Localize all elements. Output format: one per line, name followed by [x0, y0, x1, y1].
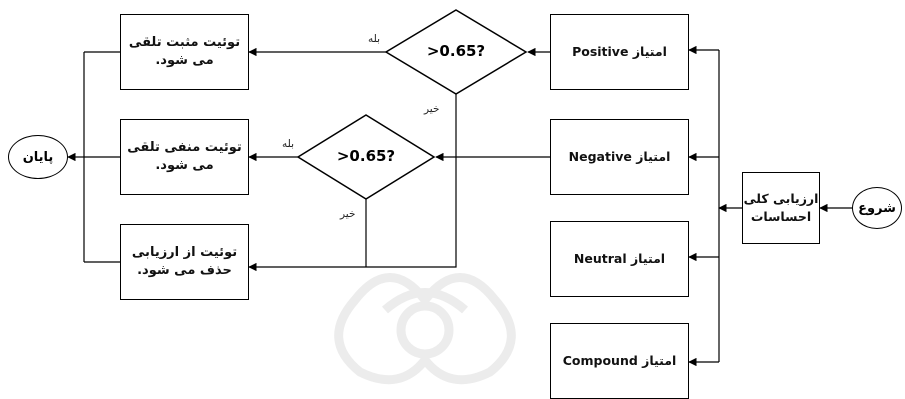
- negative-result-line1: توئیت منفی تلقی: [127, 140, 242, 155]
- edge-label-no-positive: خیر: [424, 103, 440, 115]
- negative-score-term: Negative: [568, 149, 632, 164]
- positive-result-line1: توئیت مثبت تلقی: [128, 35, 241, 50]
- positive-score-term: Positive: [572, 44, 629, 59]
- positive-result-line2: می شود.: [155, 53, 214, 68]
- removed-result-line2: حذف می شود.: [137, 263, 232, 278]
- negative-result-line2: می شود.: [155, 158, 214, 173]
- overall-line2: احساسات: [750, 209, 812, 224]
- positive-score-prefix: امتیاز: [632, 44, 667, 59]
- compound-score-box: امتیاز Compound: [550, 323, 689, 399]
- negative-result-box: توئیت منفی تلقی می شود.: [120, 119, 249, 195]
- positive-score-box: امتیاز Positive: [550, 14, 689, 90]
- overall-sentiment-box: ارزیابی کلی احساسات: [742, 172, 820, 244]
- negative-score-box: امتیاز Negative: [550, 119, 689, 195]
- neutral-score-term: Neutral: [573, 251, 627, 266]
- end-node: پایان: [8, 135, 68, 179]
- negative-score-prefix: امتیاز: [636, 149, 671, 164]
- edge-label-no-negative: خیر: [340, 208, 356, 220]
- overall-line1: ارزیابی کلی: [743, 191, 819, 206]
- compound-score-prefix: امتیاز: [642, 353, 677, 368]
- end-label: پایان: [22, 149, 54, 165]
- edge-label-yes-positive: بله: [368, 33, 381, 45]
- compound-score-term: Compound: [562, 353, 638, 368]
- neutral-score-prefix: امتیاز: [630, 251, 666, 266]
- watermark-emblem: [334, 273, 516, 385]
- removed-result-line1: توئیت از ارزیابی: [131, 245, 238, 260]
- decision-negative-label: >0.65?: [336, 147, 396, 165]
- edge-label-yes-negative: بله: [282, 138, 295, 150]
- decision-positive-label: >0.65?: [426, 42, 486, 60]
- positive-result-box: توئیت مثبت تلقی می شود.: [120, 14, 249, 90]
- start-node: شروع: [852, 187, 902, 229]
- neutral-score-box: امتیاز Neutral: [550, 221, 689, 297]
- removed-result-box: توئیت از ارزیابی حذف می شود.: [120, 224, 249, 300]
- start-label: شروع: [858, 200, 896, 216]
- edge-decision-pos-no: [248, 94, 457, 272]
